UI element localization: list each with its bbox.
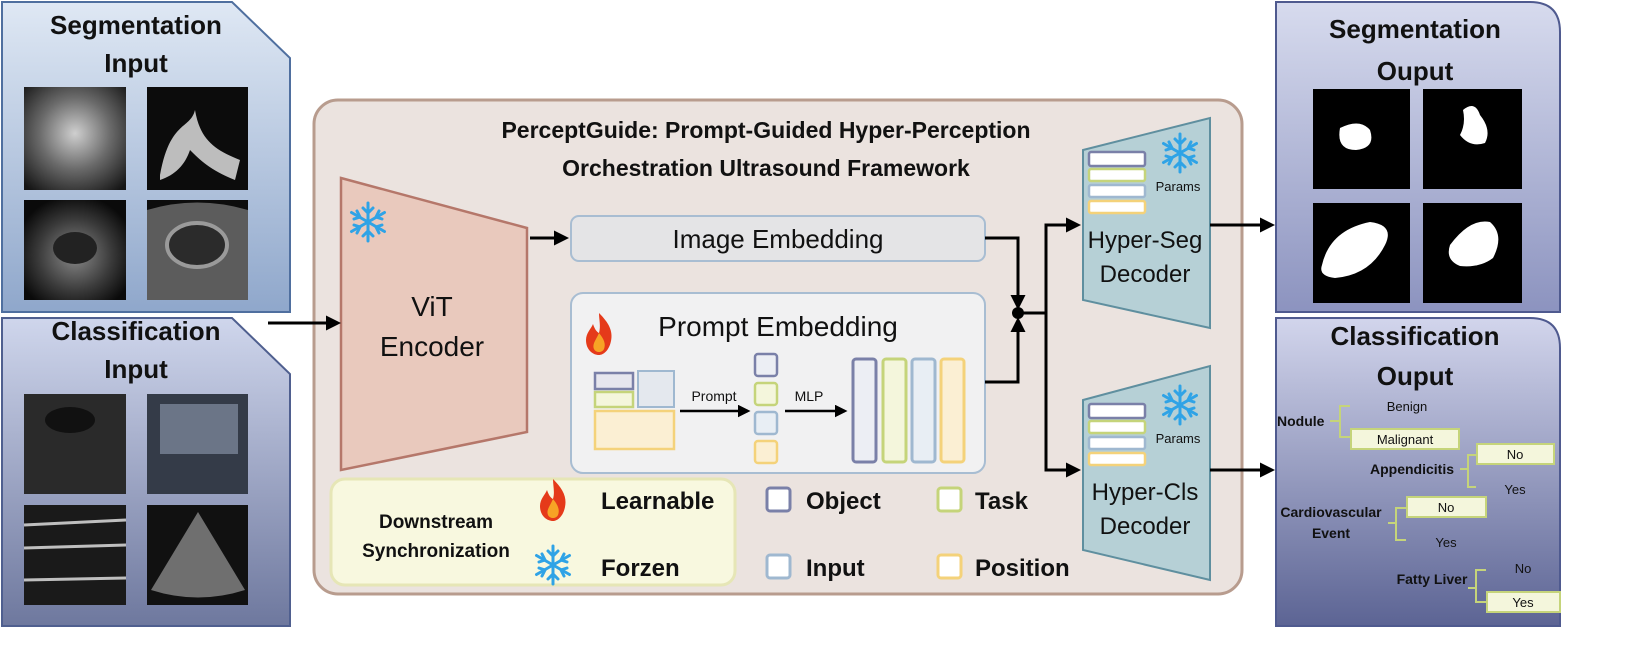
cls-cardio-no: No [1438,500,1455,515]
framework-title-2: Orchestration Ultrasound Framework [562,155,970,181]
hyper-cls-decoder: Params Hyper-Cls Decoder [1082,364,1211,582]
seg-input-title-2: Input [104,48,168,78]
legend-task: Task [975,488,1029,515]
cls-cardio-yes: Yes [1435,535,1457,550]
cls-appendicitis: Appendicitis [1370,461,1454,477]
mlp-arrow-label: MLP [795,388,824,404]
cls-input-title-2: Input [104,354,168,384]
cls-output-title-1: Classification [1330,321,1499,351]
legend-position: Position [975,555,1070,582]
encoder-label-2: Encoder [380,331,484,362]
cls-selected-box [1350,428,1460,450]
legend-position-swatch [936,553,963,580]
junction-dot [1012,307,1024,319]
seg-input-title-1: Segmentation [50,10,222,40]
legend-sync-1: Downstream [379,512,493,533]
cls-selected-box [1486,591,1561,613]
encoder-label-1: ViT [411,291,453,322]
legend-input: Input [806,555,865,582]
legend: Downstream Synchronization Learnable For… [329,477,1070,587]
cls-output-title-2: Ouput [1377,361,1454,391]
prompt-arrow-label: Prompt [691,388,736,404]
hyper-cls-label-2: Decoder [1100,513,1191,540]
legend-frozen: Forzen [601,555,680,582]
cls-fatty-no: No [1515,561,1532,576]
hyper-seg-label-1: Hyper-Seg [1088,227,1203,254]
image-embedding: Image Embedding [570,215,986,262]
classification-output-panel: Classification Ouput Nodule Benign Malig… [1275,317,1561,627]
cls-fatty-liver: Fatty Liver [1397,571,1468,587]
seg-output-title-2: Ouput [1377,56,1454,86]
cls-appendicitis-no: No [1507,447,1524,462]
legend-input-swatch [765,553,792,580]
cls-params-label: Params [1156,431,1201,446]
segmentation-output-panel: Segmentation Ouput [1275,1,1561,313]
seg-output-title-1: Segmentation [1329,14,1501,44]
legend-object-swatch [765,486,792,513]
hyper-seg-decoder: Params Hyper-Seg Decoder [1082,116,1211,330]
cls-selected-box [1476,443,1555,465]
cls-cardio-1: Cardiovascular [1280,504,1382,520]
cls-appendicitis-yes: Yes [1504,482,1526,497]
hyper-seg-label-2: Decoder [1100,261,1191,288]
segmentation-input-panel: Segmentation Input [1,1,291,313]
framework-title-1: PerceptGuide: Prompt-Guided Hyper-Percep… [501,117,1030,143]
cls-selected-box [1406,496,1487,518]
hyper-cls-label-1: Hyper-Cls [1092,479,1199,506]
prompt-embedding: Prompt Embedding Prompt MLP [570,292,986,474]
connectors [268,217,1275,478]
seg-params-label: Params [1156,179,1201,194]
vit-encoder: ViT Encoder [339,176,529,472]
image-embedding-label: Image Embedding [672,224,883,254]
cls-nodule-malignant: Malignant [1377,432,1434,447]
legend-sync-2: Synchronization [362,541,510,562]
legend-object: Object [806,488,881,515]
cls-nodule: Nodule [1277,413,1325,429]
legend-task-swatch [936,486,963,513]
cls-cardio-2: Event [1312,525,1350,541]
cls-fatty-yes: Yes [1512,595,1534,610]
prompt-embedding-label: Prompt Embedding [658,311,898,342]
cls-input-title-1: Classification [51,316,220,346]
us-image [24,87,126,190]
classification-input-panel: Classification Input [1,316,291,627]
cls-nodule-benign: Benign [1387,399,1427,414]
legend-learnable: Learnable [601,488,714,515]
